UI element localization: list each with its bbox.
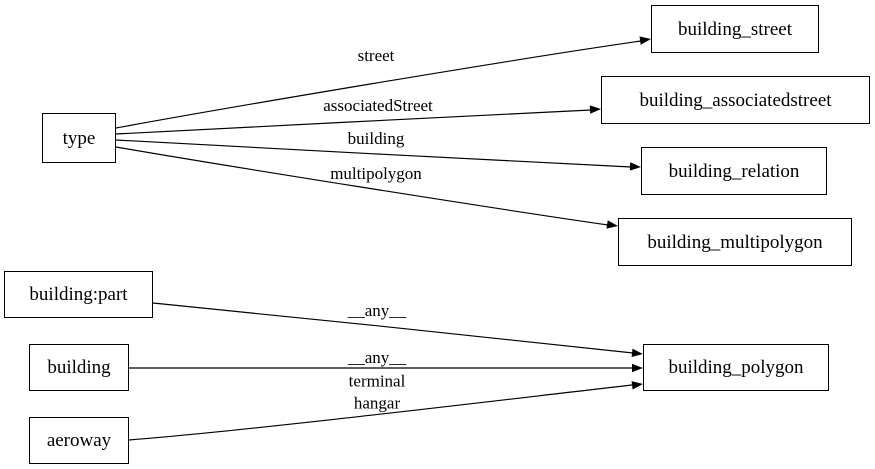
graph-edge-label-building-to-building-polygon: __any__: [347, 348, 407, 368]
arrowhead-icon: [632, 363, 643, 373]
arrowhead-icon: [639, 36, 651, 45]
graph-node-label: aeroway: [46, 430, 112, 451]
arrowhead-icon: [629, 162, 641, 171]
graph-node-label: building_multipolygon: [647, 231, 823, 253]
arrowhead-icon: [606, 220, 618, 229]
arrowhead-icon: [631, 348, 643, 358]
graph-edge-type-to-building-multipolygon: [115, 146, 609, 226]
graph-node-building-associatedstreet[interactable]: building_associatedstreet: [601, 76, 870, 124]
graph-node-label: type: [62, 127, 96, 149]
graph-edge-label-aeroway-to-building-polygon: terminal hangar: [349, 370, 406, 414]
graph-node-label: building: [47, 357, 111, 378]
arrowhead-icon: [631, 381, 643, 390]
graph-node-label: building_relation: [668, 160, 800, 182]
graph-node-label: building:part: [29, 284, 128, 305]
graph-node-building-multipolygon[interactable]: building_multipolygon: [618, 218, 852, 266]
graph-edge-label-type-to-building-relation: building: [347, 129, 405, 149]
arrowhead-icon: [589, 105, 601, 114]
graph-node-building[interactable]: building: [29, 344, 129, 391]
graph-node-label: building_associatedstreet: [639, 89, 832, 111]
graph-edge-label-type-to-building-associatedstreet: associatedStreet: [323, 96, 433, 116]
graph-edge-label-type-to-building-street: street: [357, 46, 395, 66]
graph-edge-label-line: terminal: [348, 371, 406, 391]
graph-node-building-part[interactable]: building:part: [4, 271, 153, 318]
graph-node-building-polygon[interactable]: building_polygon: [643, 344, 829, 391]
graph-edge-building-part-to-building-polygon: [152, 302, 634, 354]
graph-node-type[interactable]: type: [42, 113, 116, 163]
graph-node-building-relation[interactable]: building_relation: [641, 147, 827, 195]
graph-node-label: building_polygon: [668, 357, 804, 378]
graph-edge-label-building-part-to-building-polygon: __any__: [347, 301, 407, 321]
graph-edge-type-to-building-relation: [115, 139, 632, 168]
graph-node-building-street[interactable]: building_street: [651, 5, 819, 53]
graph-edge-type-to-building-associatedstreet: [115, 109, 592, 135]
graph-node-aeroway[interactable]: aeroway: [29, 417, 129, 464]
graph-edge-label-line: hangar: [353, 393, 401, 412]
graph-edge-aeroway-to-building-polygon: [128, 384, 633, 441]
graph-edge-label-type-to-building-multipolygon: multipolygon: [330, 164, 422, 184]
graph-edge-type-to-building-street: [115, 40, 642, 129]
graph-node-label: building_street: [678, 18, 792, 40]
